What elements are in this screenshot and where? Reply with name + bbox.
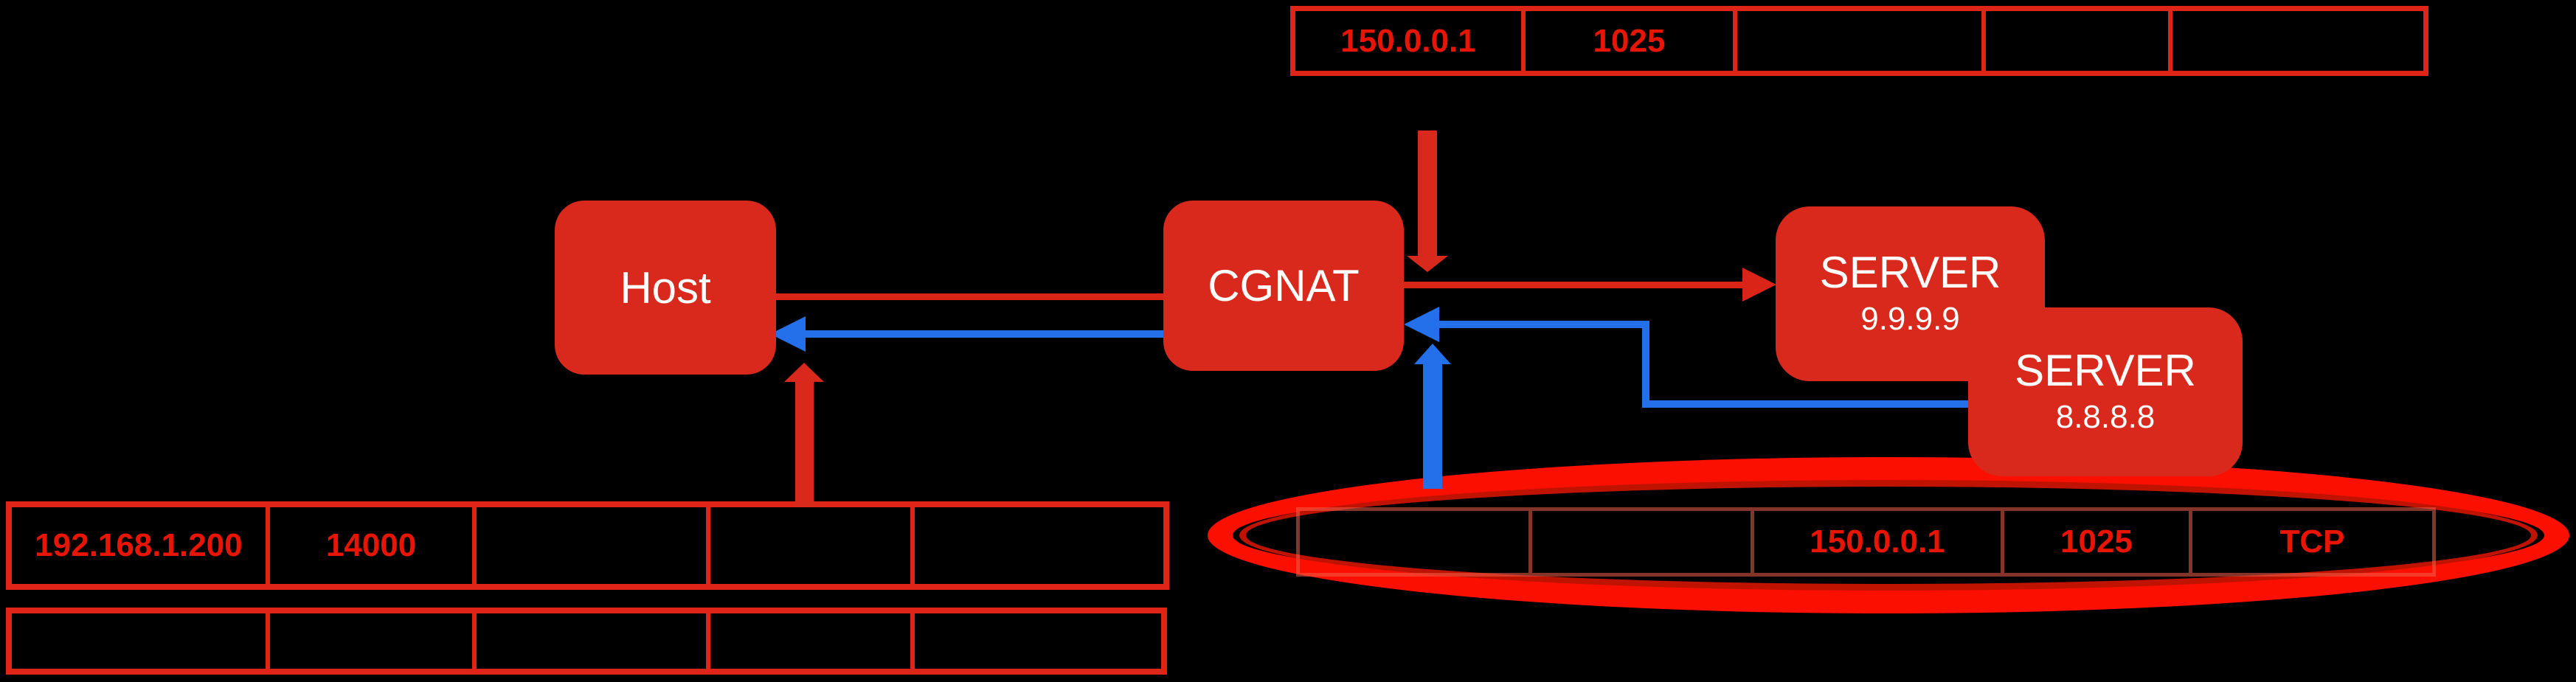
blue-line-to-cgnat	[1438, 321, 1642, 328]
table-cell-src-ip: 150.0.0.1	[1295, 11, 1526, 71]
red-up-arrow-shaft	[795, 381, 814, 507]
red-line-host-cgnat	[775, 293, 1163, 300]
table-cell	[12, 613, 270, 669]
blue-up-arrow-head	[1414, 344, 1451, 364]
table-cell	[270, 613, 477, 669]
table-cell-src-port: 14000	[270, 507, 477, 584]
table-cell	[710, 613, 915, 669]
table-cell-src-port	[1532, 511, 1754, 573]
oval-packet-table: 150.0.0.1 1025 TCP	[1296, 507, 2436, 577]
table-cell-dst-ip	[477, 507, 710, 584]
highlight-oval-inner	[1239, 480, 2538, 591]
red-line-cgnat-server	[1404, 282, 1743, 288]
arrow-head-left-blue-host	[770, 316, 806, 352]
blue-line-cgnat-host	[804, 330, 1163, 338]
table-cell-dst-port	[1986, 11, 2172, 71]
host-node-label: Host	[620, 262, 711, 313]
server-8888-node: SERVER 8.8.8.8	[1968, 307, 2243, 476]
table-cell-dst-ip: 150.0.0.1	[1754, 511, 2004, 573]
table-cell-dst-ip	[1737, 11, 1986, 71]
table-cell-src-ip	[1300, 511, 1532, 573]
host-node: Host	[555, 201, 776, 375]
red-down-arrow-shaft	[1418, 131, 1437, 256]
table-cell-protocol: TCP	[2279, 523, 2345, 560]
cgnat-node-label: CGNAT	[1208, 261, 1360, 310]
table-cell-dst-port: 1025	[2004, 511, 2192, 573]
blue-line-server-vertical	[1642, 321, 1649, 404]
table-cell-dst-port	[710, 507, 915, 584]
table-cell-protocol	[915, 507, 1163, 584]
bottom-packet-table-row2	[6, 608, 1167, 675]
table-cell-src-ip: 192.168.1.200	[12, 507, 270, 584]
blue-line-server-horizontal	[1642, 400, 1968, 408]
server-8888-ip: 8.8.8.8	[2055, 399, 2156, 436]
bottom-packet-table: 192.168.1.200 14000	[6, 501, 1169, 590]
top-packet-table: 150.0.0.1 1025	[1290, 6, 2428, 76]
red-down-arrow-head	[1407, 256, 1448, 272]
table-cell	[915, 613, 1161, 669]
server-9999-node: SERVER 9.9.9.9	[1776, 206, 2045, 381]
table-cell	[477, 613, 710, 669]
table-cell-src-port: 1025	[1526, 11, 1737, 71]
cgnat-node: CGNAT	[1163, 201, 1404, 371]
server-9999-ip: 9.9.9.9	[1860, 301, 1960, 338]
red-up-arrow-head	[784, 363, 824, 382]
arrow-head-right-red-server	[1742, 268, 1776, 302]
table-cell-protocol	[2172, 11, 2423, 71]
arrow-head-left-blue-cgnat	[1404, 307, 1439, 342]
blue-up-arrow-shaft	[1423, 363, 1442, 489]
server-9999-label: SERVER	[1819, 248, 2001, 298]
server-8888-label: SERVER	[2015, 346, 2196, 396]
